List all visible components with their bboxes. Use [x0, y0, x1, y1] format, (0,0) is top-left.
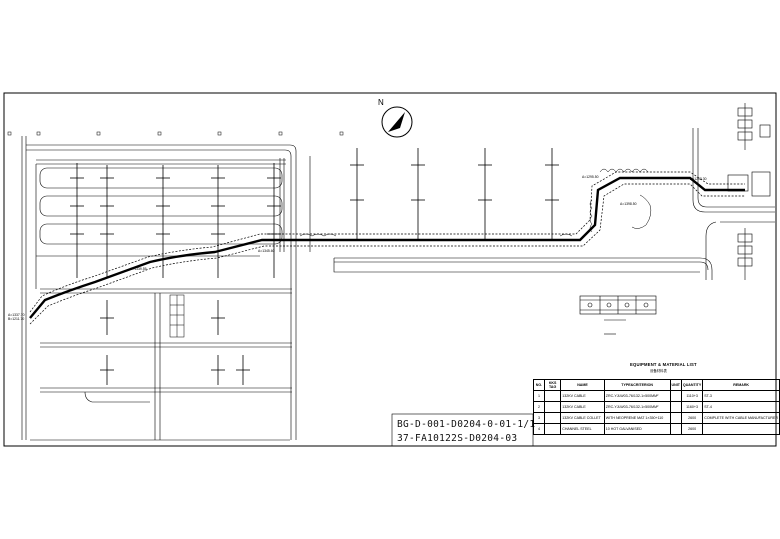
row-ticks: [70, 164, 559, 371]
label-right-3: A=1293.30: [690, 177, 707, 181]
header-remark: REMARK: [702, 379, 780, 391]
north-arrow: N: [378, 98, 413, 138]
boundary-markers: [7, 131, 344, 136]
sheet-border: [3, 92, 777, 447]
table-header-row: NO. KKS TAG NAME TYPE&CRITERION UNIT QUA…: [533, 379, 780, 391]
table-row: 3 132KV CABLE COLLET WITH NEOPRENE MAT 1…: [533, 412, 780, 424]
table-row: 1 132KV CABLE ZRC-YJLW03-76/132-1×500MM²…: [533, 390, 780, 402]
cable-pit: [169, 294, 185, 338]
header-type: TYPE&CRITERION: [603, 379, 671, 391]
drawing-number-1: BG-D-001-D0204-0-01-1/1: [397, 419, 536, 430]
vegetation-outlines: [299, 168, 652, 237]
drawing-number-2: 37-FA10122S-D0204-03: [397, 433, 518, 444]
label-mid-1: A=1339.55: [130, 267, 147, 271]
pv-array-rows: [76, 148, 553, 385]
material-list-subtitle: 设备材料表: [650, 369, 667, 373]
right-road: [333, 128, 775, 280]
north-label: N: [378, 98, 384, 107]
label-right-2: A=1398.50: [620, 202, 637, 206]
section-detail: [579, 295, 657, 335]
header-qty: QUANTITY: [680, 379, 704, 391]
label-mid-2: A=1345.60: [258, 249, 275, 253]
left-site-roads: [21, 136, 311, 441]
table-row: 2 132KV CABLE ZRC-YJLW03-76/132-1×500MM²…: [533, 401, 780, 413]
header-unit: UNIT: [669, 379, 682, 391]
header-name: NAME: [560, 379, 605, 391]
material-list-title: EQUIPMENT & MATERIAL LIST: [630, 362, 697, 367]
material-list-table: NO. KKS TAG NAME TYPE&CRITERION UNIT QUA…: [533, 379, 780, 435]
substation: [727, 103, 771, 280]
table-row: 4 CHANNEL STEEL 10 HOT GALVANISED 2600: [533, 423, 780, 435]
header-kks: KKS TAG: [543, 379, 562, 391]
label-left-start-2: B=1211.70: [8, 317, 24, 321]
label-right-1: A=1295.50: [582, 175, 599, 179]
cable-route: [29, 171, 745, 325]
header-no: NO.: [533, 379, 545, 391]
label-left-start: A=1337.70: [8, 313, 25, 317]
